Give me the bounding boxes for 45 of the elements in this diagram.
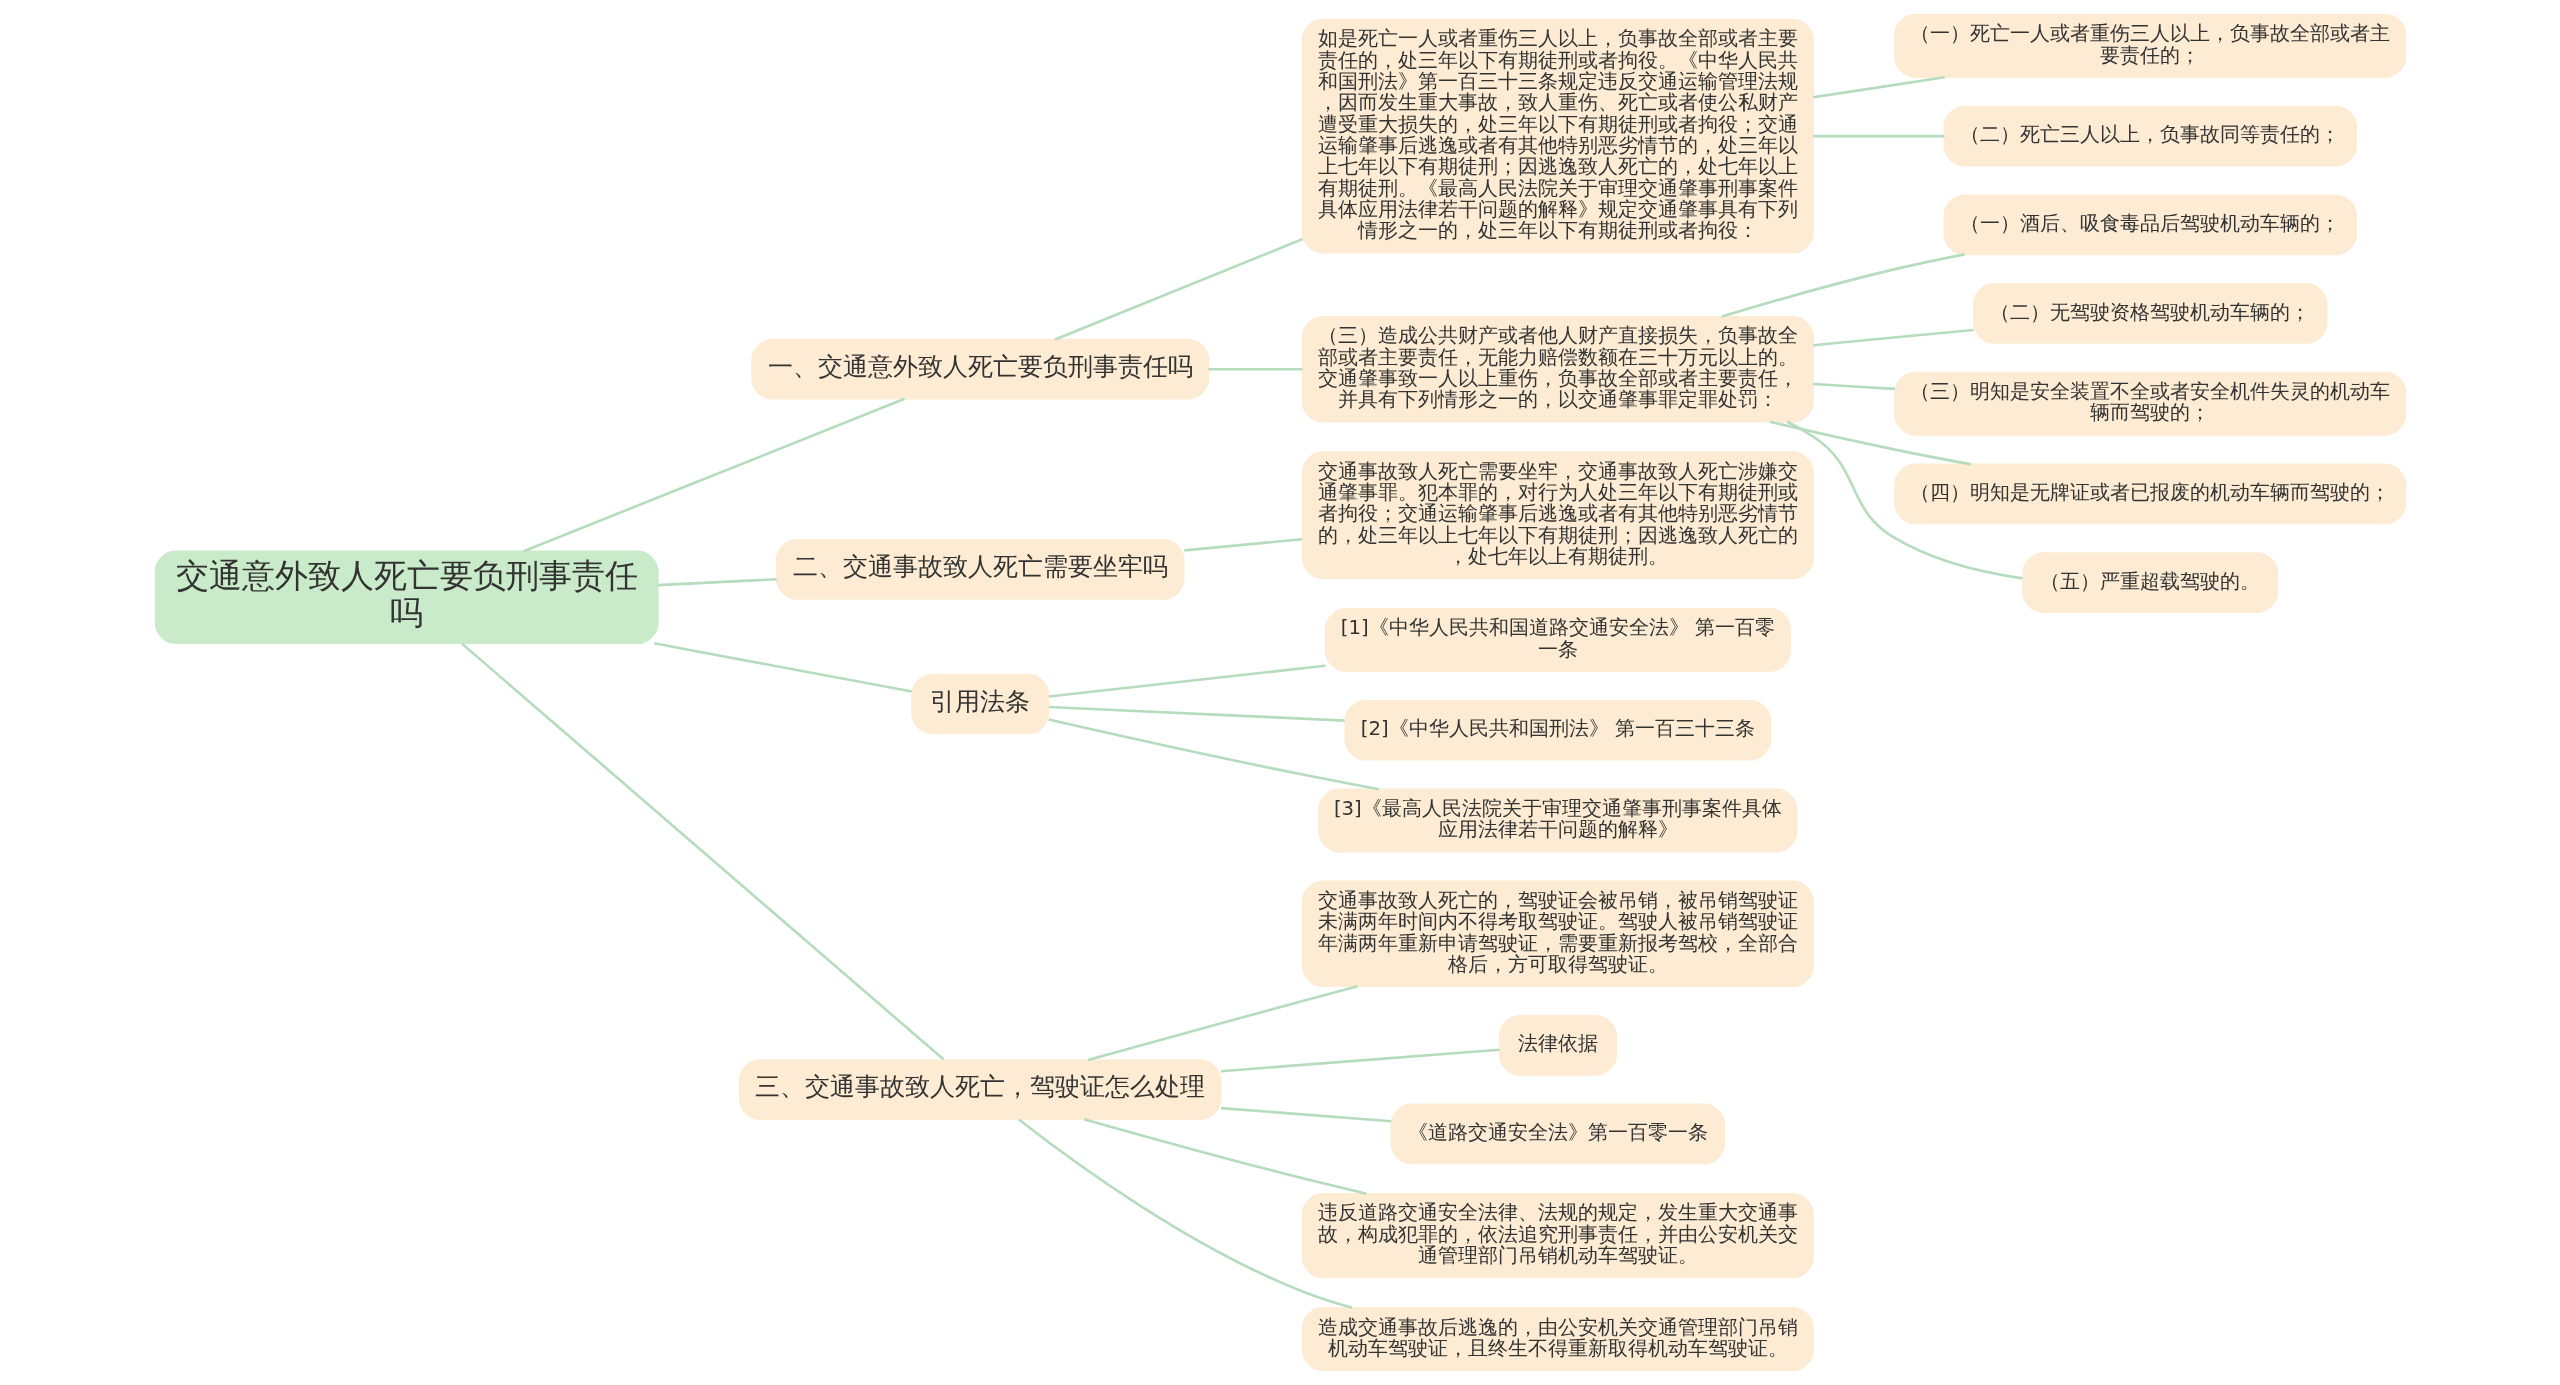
- node-box: （二）无驾驶资格驾驶机动车辆的；: [1972, 283, 2327, 344]
- node-box: 如是死亡一人或者重伤三人以上，负事故全部或者主要责任的，处三年以下有期徒刑或者拘役。《中华人民共和国刑法》第一百三十三条规定违反交通运输管理法规，因而发生重大事故，致人重伤、死亡或者使公私财产遭受重大损失的，处三年以下有期徒刑或者拘役；交通运输肇事后逃逸或者有其他特别恶劣情节的，处三年以上七年以下有期徒刑；因逃逸致人死亡的，处七年以上有期徒刑。《最高人民法院关于审理交通肇事刑事案件具体应用法律若干问题的解释》规定交通肇事具有下列情形之一的，处三年以下有期徒刑或者拘役：: [1301, 18, 1814, 254]
- connector: [1769, 420, 1971, 466]
- connector: [1183, 537, 1302, 552]
- connector: [1812, 382, 1895, 391]
- node-box: 二、交通事故致人死亡需要坐牢吗: [775, 539, 1184, 600]
- connector: [1786, 420, 2023, 580]
- node-box: 交通事故致人死亡的，驾驶证会被吊销，被吊销驾驶证未满两年时间内不得考取驾驶证。驾驶人被吊销驾驶证年满两年重新申请驾驶证，需要重新报考驾校，全部合格后，方可取得驾驶证。: [1301, 880, 1814, 988]
- node-box: （二）死亡三人以上，负事故同等责任的；: [1943, 105, 2357, 167]
- connector: [460, 642, 945, 1061]
- connector: [1083, 1117, 1367, 1195]
- node-box: 引用法条: [910, 673, 1049, 735]
- node-box: [2]《中华人民共和国刑法》 第一百三十三条: [1344, 699, 1771, 761]
- connector: [522, 397, 905, 553]
- node-box: （一）酒后、吸食毒品后驾驶机动车辆的；: [1943, 194, 2357, 256]
- connector: [657, 578, 777, 587]
- connector: [1048, 705, 1345, 722]
- node-box: （三）明知是安全装置不全或者安全机件失灵的机动车辆而驾驶的；: [1893, 371, 2406, 436]
- connector: [653, 642, 912, 693]
- connector: [1812, 328, 1974, 347]
- node-box: 交通意外致人死亡要负刑事责任吗: [154, 550, 659, 645]
- node-box: （五）严重超载驾驶的。: [2021, 552, 2278, 613]
- node-box: 一、交通意外致人死亡要负刑事责任吗: [750, 338, 1209, 400]
- connector: [1207, 367, 1303, 371]
- connector: [1054, 237, 1303, 341]
- node-box: 《道路交通安全法》第一百零一条: [1389, 1103, 1725, 1165]
- node-box: 三、交通事故致人死亡，驾驶证怎么处理: [738, 1059, 1221, 1120]
- connector: [1721, 253, 1965, 318]
- connector: [1087, 984, 1358, 1062]
- connector: [1220, 1048, 1500, 1073]
- node-box: 造成交通事故后逃逸的，由公安机关交通管理部门吊销机动车驾驶证，且终生不得重新取得机动车驾驶证。: [1301, 1307, 1814, 1372]
- node-box: （一）死亡一人或者重伤三人以上，负事故全部或者主要责任的；: [1893, 13, 2406, 78]
- node-box: 法律依据: [1498, 1014, 1617, 1076]
- connector: [1017, 1118, 1353, 1310]
- connector: [1812, 75, 1945, 99]
- node-box: [3]《最高人民法院关于审理交通肇事刑事案件具体应用法律若干问题的解释》: [1317, 788, 1797, 853]
- connector: [1220, 1106, 1391, 1123]
- node-box: （四）明知是无牌证或者已报废的机动车辆而驾驶的；: [1893, 463, 2406, 525]
- node-box: 交通事故致人死亡需要坐牢，交通事故致人死亡涉嫌交通肇事罪。犯本罪的，对行为人处三年以下有期徒刑或者拘役；交通运输肇事后逃逸或者有其他特别恶劣情节的，处三年以上七年以下有期徒刑；因逃逸致人死亡的，处七年以上有期徒刑。: [1301, 451, 1814, 580]
- node-box: （三）造成公共财产或者他人财产直接损失，负事故全部或者主要责任，无能力赔偿数额在三十万元以上的。交通肇事致一人以上重伤，负事故全部或者主要责任，并具有下列情形之一的，以交通肇事罪定罪处罚：: [1301, 315, 1814, 423]
- node-box: [1]《中华人民共和国道路交通安全法》 第一百零一条: [1324, 608, 1791, 672]
- connector: [1812, 134, 1944, 138]
- node-box: 违反道路交通安全法律、法规的规定，发生重大交通事故，构成犯罪的，依法追究刑事责任，并由公安机关交通管理部门吊销机动车驾驶证。: [1301, 1193, 1814, 1279]
- connector: [1048, 664, 1325, 698]
- connector: [1047, 718, 1379, 791]
